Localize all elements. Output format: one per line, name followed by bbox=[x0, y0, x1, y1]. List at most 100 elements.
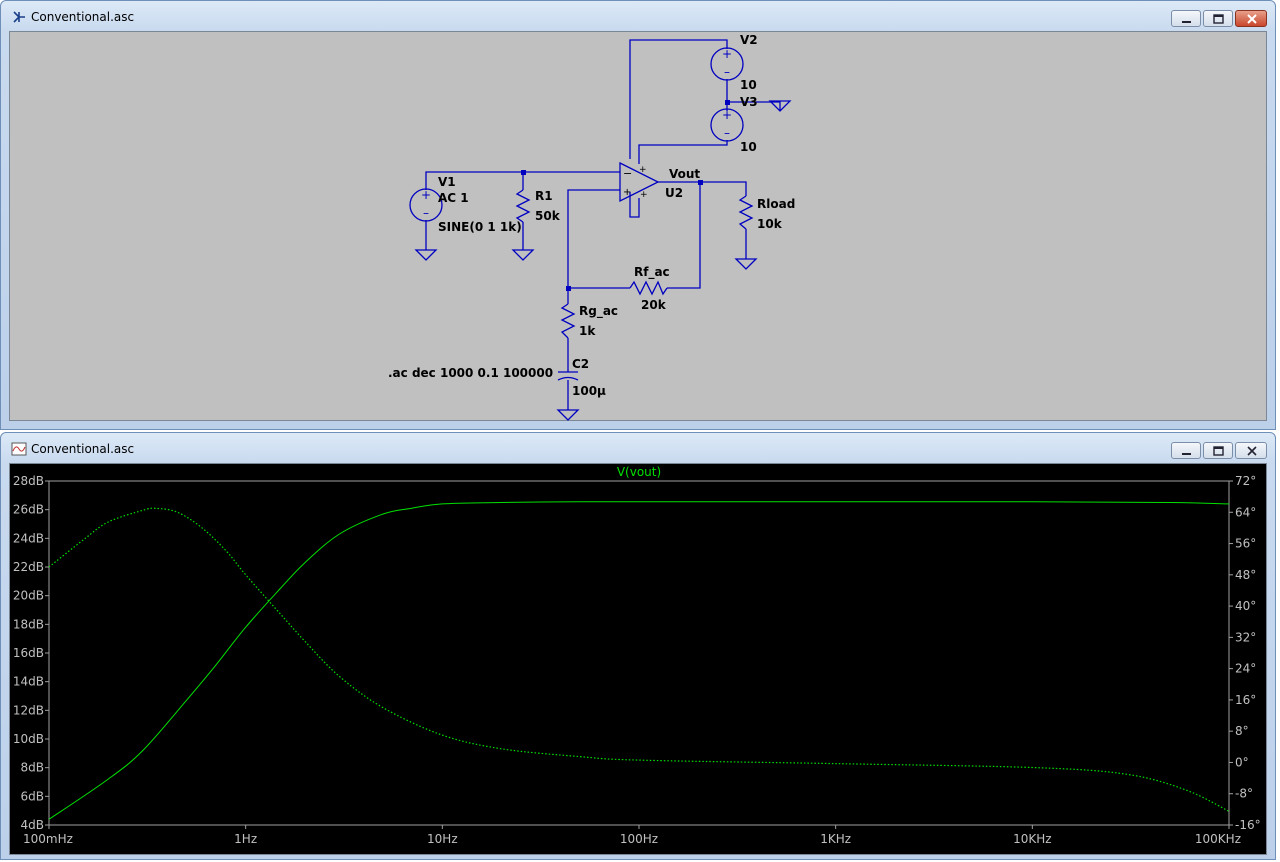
restore-button[interactable] bbox=[1203, 10, 1233, 27]
y2-tick-label: 64° bbox=[1235, 505, 1256, 519]
label-c2: C2 bbox=[572, 357, 589, 371]
ground-icon bbox=[511, 249, 535, 261]
label-rg-ac: Rg_ac bbox=[579, 304, 618, 319]
y-tick-label: 14dB bbox=[13, 675, 44, 689]
y-tick-label: 24dB bbox=[13, 531, 44, 545]
svg-text:−: − bbox=[623, 167, 632, 180]
close-icon bbox=[1247, 446, 1257, 456]
y-tick-label: 18dB bbox=[13, 617, 44, 631]
waveform-app-icon bbox=[11, 442, 27, 456]
label-v3-value: 10 bbox=[740, 140, 757, 154]
label-rf-ac: Rf_ac bbox=[634, 265, 670, 280]
y2-tick-label: 32° bbox=[1235, 630, 1256, 644]
label-rload: Rload bbox=[757, 197, 795, 211]
label-rf-ac-value: 20k bbox=[641, 298, 667, 312]
ground-icon bbox=[734, 258, 758, 270]
svg-text:+: + bbox=[623, 187, 631, 198]
label-v3: V3 bbox=[740, 95, 758, 109]
waveform-window-title: Conventional.asc bbox=[31, 442, 135, 456]
junction-dots bbox=[521, 100, 730, 291]
y2-tick-label: 48° bbox=[1235, 568, 1256, 582]
x-tick-label: 10Hz bbox=[427, 832, 458, 846]
minimize-button[interactable] bbox=[1171, 10, 1201, 27]
minimize-icon bbox=[1182, 21, 1191, 23]
svg-text:–: – bbox=[724, 65, 730, 79]
y2-tick-label: 72° bbox=[1235, 474, 1256, 488]
y-tick-label: 20dB bbox=[13, 589, 44, 603]
restore-icon bbox=[1213, 14, 1224, 24]
y2-tick-label: -8° bbox=[1235, 787, 1253, 801]
plot-frame bbox=[48, 480, 1230, 826]
voltage-source-v2[interactable]: + – bbox=[710, 47, 744, 81]
wires bbox=[425, 39, 781, 410]
schematic-window-title: Conventional.asc bbox=[31, 10, 135, 24]
close-icon bbox=[1247, 14, 1257, 24]
trace-magnitude[interactable] bbox=[48, 501, 1230, 820]
y-tick-label: 8dB bbox=[21, 761, 44, 775]
minimize-button[interactable] bbox=[1171, 442, 1201, 459]
spice-directive[interactable]: .ac dec 1000 0.1 100000 bbox=[388, 366, 553, 380]
trace-title-vout[interactable]: V(vout) bbox=[617, 465, 661, 479]
y-tick-label: 16dB bbox=[13, 646, 44, 660]
trace-phase[interactable] bbox=[48, 507, 1230, 812]
schematic-canvas[interactable]: − + + + + – + – + – bbox=[9, 31, 1267, 421]
voltage-source-v1[interactable]: + – bbox=[409, 188, 443, 222]
svg-text:+: + bbox=[640, 190, 648, 200]
resistor-rf-ac[interactable] bbox=[629, 280, 668, 296]
y2-tick-label: 16° bbox=[1235, 693, 1256, 707]
label-rload-value: 10k bbox=[757, 217, 783, 231]
y-tick-label: 28dB bbox=[13, 474, 44, 488]
schematic-window[interactable]: Conventional.asc bbox=[0, 0, 1276, 430]
svg-text:+: + bbox=[639, 165, 647, 175]
resistor-rg-ac[interactable] bbox=[560, 303, 576, 339]
schematic-drawing[interactable]: − + + + + – + – + – bbox=[10, 32, 1268, 422]
bode-plot[interactable]: V(vout) 4dB6dB8dB10dB12dB14dB16dB18dB20d… bbox=[10, 464, 1268, 856]
label-r1-value: 50k bbox=[535, 209, 561, 223]
x-tick-label: 1KHz bbox=[820, 832, 851, 846]
voltage-source-v3[interactable]: + – bbox=[710, 108, 744, 142]
svg-text:–: – bbox=[724, 126, 730, 140]
label-u2: U2 bbox=[665, 186, 683, 200]
schematic-titlebar[interactable]: Conventional.asc bbox=[1, 1, 1275, 31]
label-rg-ac-value: 1k bbox=[579, 324, 596, 338]
opamp-u2[interactable]: − + + + bbox=[619, 161, 660, 203]
label-v2: V2 bbox=[740, 33, 758, 47]
svg-text:+: + bbox=[421, 188, 431, 202]
ground-icon bbox=[768, 100, 792, 112]
y2-tick-label: 56° bbox=[1235, 537, 1256, 551]
resistor-rload[interactable] bbox=[738, 195, 754, 230]
y-tick-label: 4dB bbox=[21, 818, 44, 832]
restore-icon bbox=[1213, 446, 1224, 456]
x-tick-label: 10KHz bbox=[1013, 832, 1051, 846]
label-c2-value: 100µ bbox=[572, 384, 606, 398]
svg-text:–: – bbox=[423, 206, 429, 220]
capacitor-c2[interactable] bbox=[557, 371, 579, 381]
close-button[interactable] bbox=[1235, 442, 1267, 459]
y2-tick-label: -16° bbox=[1235, 818, 1261, 832]
restore-button[interactable] bbox=[1203, 442, 1233, 459]
label-r1: R1 bbox=[535, 189, 553, 203]
ground-icon bbox=[556, 409, 580, 421]
label-vout: Vout bbox=[669, 167, 700, 181]
y-tick-label: 26dB bbox=[13, 503, 44, 517]
y-tick-label: 22dB bbox=[13, 560, 44, 574]
label-v2-value: 10 bbox=[740, 78, 757, 92]
y-tick-label: 10dB bbox=[13, 732, 44, 746]
y2-tick-label: 8° bbox=[1235, 724, 1249, 738]
y2-tick-label: 40° bbox=[1235, 599, 1256, 613]
x-tick-label: 100KHz bbox=[1195, 832, 1241, 846]
resistor-r1[interactable] bbox=[515, 189, 531, 223]
y2-tick-label: 0° bbox=[1235, 755, 1249, 769]
close-button[interactable] bbox=[1235, 10, 1267, 27]
label-v1-ac: AC 1 bbox=[438, 191, 469, 205]
y-tick-label: 6dB bbox=[21, 789, 44, 803]
ground-icon bbox=[414, 249, 438, 261]
waveform-titlebar[interactable]: Conventional.asc bbox=[1, 433, 1275, 463]
y2-tick-label: 24° bbox=[1235, 662, 1256, 676]
ground-symbols bbox=[414, 100, 792, 421]
x-tick-label: 100Hz bbox=[620, 832, 658, 846]
label-v1: V1 bbox=[438, 175, 456, 189]
label-v1-sine: SINE(0 1 1k) bbox=[438, 220, 522, 234]
